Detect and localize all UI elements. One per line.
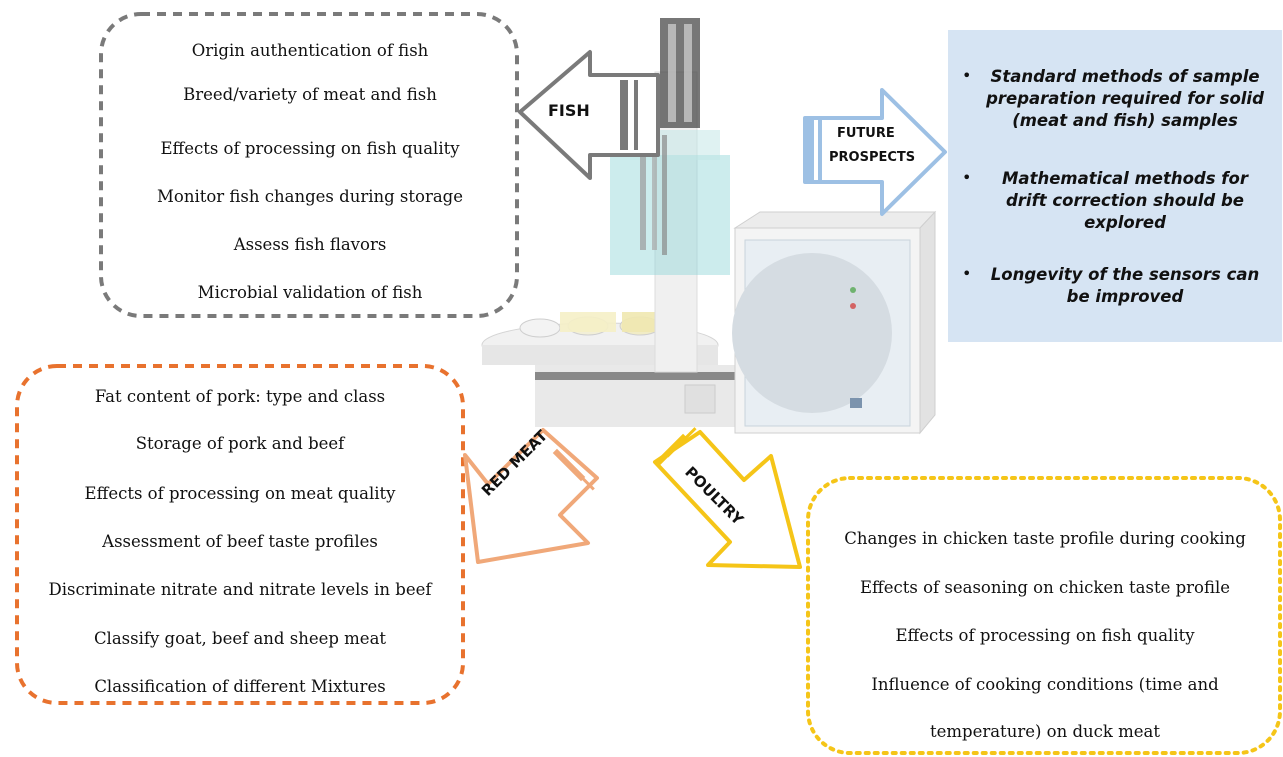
poultry-item: Influence of cooking conditions (time an… [871, 675, 1219, 694]
fish-arrow-stripe [634, 80, 638, 150]
poultry-item: Changes in chicken taste profile during … [844, 529, 1246, 548]
power-switch [850, 398, 862, 408]
electrode [652, 140, 657, 250]
cable-chain-link [668, 24, 676, 122]
fish-arrow [518, 50, 660, 180]
poultry-box [806, 476, 1282, 755]
glass-cabinet [610, 155, 730, 275]
fish-arrow-stripe [620, 80, 628, 150]
fish-box [99, 12, 519, 318]
fish-item: Origin authentication of fish [191, 41, 429, 60]
future-arrow-stripe [818, 120, 822, 180]
bullet-icon: • [962, 168, 972, 187]
red-meat-item: Classification of different Mixtures [94, 677, 386, 696]
poultry-arrow-shape [653, 430, 802, 569]
cable-chain-link [684, 24, 692, 122]
future-arrow-shape [803, 88, 947, 216]
future-arrow-label-line2: PROSPECTS [829, 150, 916, 165]
future-arrow-stripe [806, 120, 814, 180]
poultry-list: Changes in chicken taste profile during … [810, 0, 1280, 757]
red-meat-list: Fat content of pork: type and class Stor… [17, 0, 463, 710]
red-meat-box [15, 364, 465, 705]
fish-item: Assess fish flavors [233, 235, 387, 254]
red-meat-item: Fat content of pork: type and class [94, 387, 386, 406]
sample-liquid [622, 312, 662, 332]
red-meat-item: Discriminate nitrate and nitrate levels … [48, 580, 432, 599]
fish-item: Breed/variety of meat and fish [183, 85, 437, 104]
status-led-green [850, 287, 856, 293]
poultry-item: temperature) on duck meat [929, 722, 1161, 741]
sample-liquid [560, 312, 616, 332]
poultry-arrow [653, 427, 802, 569]
status-led-red [850, 303, 856, 309]
red-meat-item: Assessment of beef taste profiles [102, 532, 378, 551]
carousel-band [535, 372, 735, 380]
electrode [662, 135, 667, 255]
future-item-text: Longevity of the sensors can be improved [990, 265, 1260, 306]
control-unit-circle [732, 253, 892, 413]
fish-item: Microbial validation of fish [197, 283, 423, 302]
future-item-text: Standard methods of sample preparation r… [986, 67, 1264, 130]
red-meat-arrow [463, 428, 599, 564]
poultry-arrow-stripe [654, 433, 688, 467]
red-meat-item: Storage of pork and beef [135, 434, 345, 453]
poultry-item: Effects of processing on fish quality [895, 626, 1195, 645]
pedestal-block [684, 384, 716, 414]
red-meat-arrow-stripe [564, 460, 595, 491]
fish-list: Origin authentication of fish Breed/vari… [103, 0, 517, 320]
future-item-text: Mathematical methods for drift correctio… [1002, 169, 1248, 232]
electrode [640, 130, 646, 250]
poultry-item: Effects of seasoning on chicken taste pr… [859, 578, 1231, 597]
fish-item: Effects of processing on fish quality [160, 139, 460, 158]
bullet-icon: • [962, 264, 972, 283]
control-unit-side [919, 210, 936, 435]
future-arrow [803, 88, 947, 216]
poultry-arrow-stripe [666, 427, 697, 458]
red-meat-item: Effects of processing on meat quality [84, 484, 396, 503]
red-meat-item: Classify goat, beef and sheep meat [93, 629, 387, 648]
fish-item: Monitor fish changes during storage [156, 187, 463, 206]
fish-arrow-label: FISH [548, 101, 590, 120]
bullet-icon: • [962, 66, 972, 85]
cable-chain [660, 18, 700, 128]
future-prospects-panel: • Standard methods of sample preparation… [948, 30, 1282, 342]
future-arrow-label-line1: FUTURE [837, 126, 895, 141]
